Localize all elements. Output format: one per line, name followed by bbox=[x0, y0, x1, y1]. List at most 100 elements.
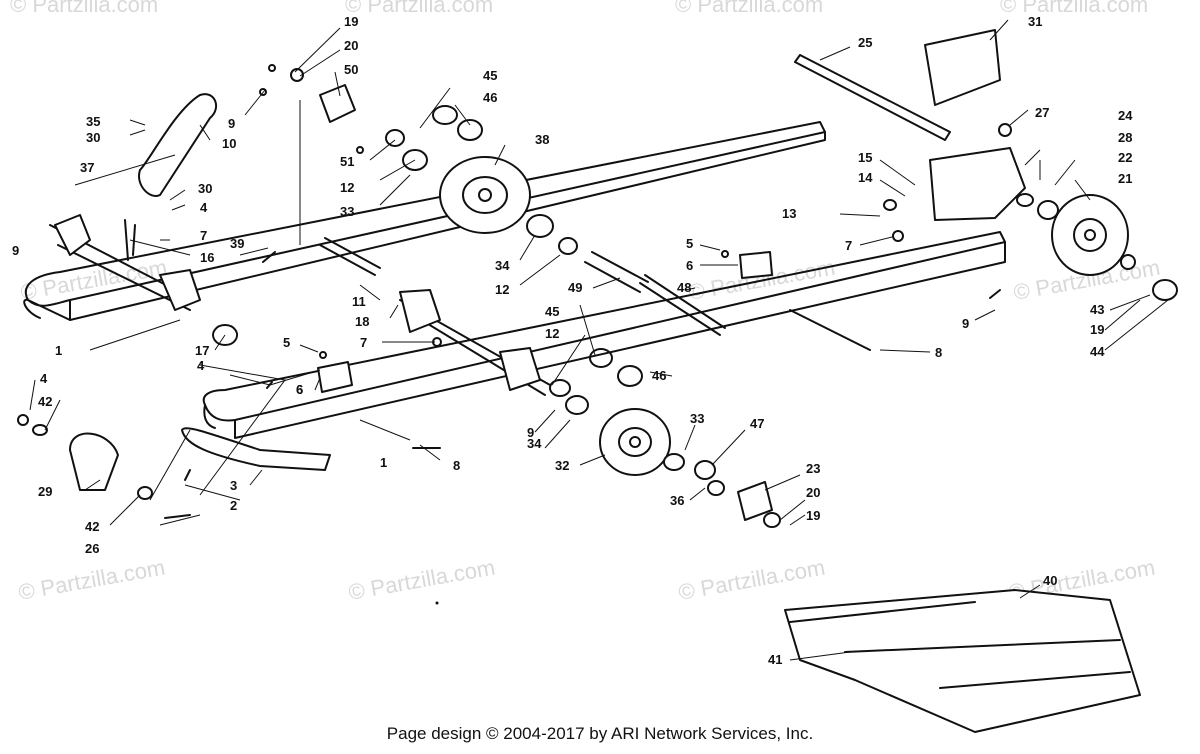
callout-label: 23 bbox=[806, 461, 820, 476]
rear-bracket-31 bbox=[924, 29, 1001, 106]
callout-label: 33 bbox=[340, 204, 354, 219]
callout-label: 11 bbox=[352, 294, 366, 309]
callout-label: 34 bbox=[527, 436, 542, 451]
callout-label: 25 bbox=[858, 35, 872, 50]
callout-label: 7 bbox=[845, 238, 852, 253]
callout-label: 43 bbox=[1090, 302, 1104, 317]
callout-label: 20 bbox=[344, 38, 358, 53]
callout-label: 10 bbox=[222, 136, 236, 151]
watermark: © Partzilla.com bbox=[10, 0, 158, 17]
callout-label: 31 bbox=[1028, 14, 1042, 29]
watermark: © Partzilla.com bbox=[675, 0, 823, 17]
callout-label: 6 bbox=[296, 382, 303, 397]
callout-label: 26 bbox=[85, 541, 99, 556]
callout-label: 30 bbox=[86, 130, 100, 145]
callout-label: 8 bbox=[935, 345, 942, 360]
callout-label: 28 bbox=[1118, 130, 1132, 145]
callout-label: 29 bbox=[38, 484, 52, 499]
callout-label: 16 bbox=[200, 250, 214, 265]
callout-label: 41 bbox=[768, 652, 782, 667]
page-footer: Page design © 2004-2017 by ARI Network S… bbox=[386, 724, 814, 743]
callout-label: 7 bbox=[200, 228, 207, 243]
callout-label: 4 bbox=[40, 371, 48, 386]
callout-label: 42 bbox=[38, 394, 52, 409]
callout-label: 44 bbox=[1090, 344, 1105, 359]
callout-label: 30 bbox=[198, 181, 212, 196]
callout-label: 19 bbox=[1090, 322, 1104, 337]
callout-label: 8 bbox=[453, 458, 460, 473]
watermark: © Partzilla.com bbox=[1000, 0, 1148, 17]
callout-label: 2 bbox=[230, 498, 237, 513]
callout-label: 37 bbox=[80, 160, 94, 175]
callout-label: 19 bbox=[344, 14, 358, 29]
wear-strip bbox=[181, 427, 331, 471]
callout-label: 39 bbox=[230, 236, 244, 251]
callout-label: 45 bbox=[483, 68, 497, 83]
callout-label: 19 bbox=[806, 508, 820, 523]
callout-label: 6 bbox=[296, 382, 303, 397]
callout-labels: 19 20 50 9 35 30 10 45 46 51 12 38 33 37… bbox=[12, 14, 1133, 667]
callout-label: 9 bbox=[527, 425, 534, 440]
callout-label: 40 bbox=[1043, 573, 1057, 588]
track-section bbox=[784, 589, 1141, 733]
rear-axle bbox=[794, 54, 951, 141]
spacer-tube bbox=[584, 251, 649, 293]
callout-label: 4 bbox=[200, 200, 208, 215]
watermark: © Partzilla.com bbox=[677, 555, 827, 605]
callout-label: 12 bbox=[495, 282, 509, 297]
callout-label: 22 bbox=[1118, 150, 1132, 165]
callout-label: 9 bbox=[12, 243, 19, 258]
callout-label: 21 bbox=[1118, 171, 1132, 186]
callout-label: 18 bbox=[355, 314, 369, 329]
callout-label: 48 bbox=[677, 280, 691, 295]
callout-label: 50 bbox=[344, 62, 358, 77]
watermark: © Partzilla.com bbox=[17, 555, 167, 605]
callout-label: 46 bbox=[483, 90, 497, 105]
callout-label: 12 bbox=[340, 180, 354, 195]
watermark: © Partzilla.com bbox=[347, 555, 497, 605]
callout-label: 20 bbox=[806, 485, 820, 500]
wheel-21 bbox=[1051, 194, 1129, 276]
callout-label: 46 bbox=[652, 368, 666, 383]
wheel-38 bbox=[439, 156, 531, 234]
spacer-bar bbox=[639, 274, 726, 336]
stray-dot bbox=[435, 601, 439, 605]
callout-label: 1 bbox=[55, 343, 62, 358]
callout-label: 51 bbox=[340, 154, 354, 169]
callout-label: 6 bbox=[686, 258, 693, 273]
callout-label: 9 bbox=[962, 316, 969, 331]
callout-label: 13 bbox=[782, 206, 796, 221]
callout-label: 4 bbox=[197, 358, 205, 373]
callout-label: 24 bbox=[1118, 108, 1133, 123]
callout-label: 38 bbox=[535, 132, 549, 147]
callout-label: 14 bbox=[858, 170, 873, 185]
lower-slide-rail bbox=[202, 231, 1006, 439]
callout-label: 12 bbox=[545, 326, 559, 341]
callout-label: 35 bbox=[86, 114, 100, 129]
hardware bbox=[17, 64, 1178, 528]
callout-label: 32 bbox=[555, 458, 569, 473]
callout-label: 47 bbox=[750, 416, 764, 431]
upper-slide-rail bbox=[23, 121, 826, 321]
callout-label: 17 bbox=[195, 343, 209, 358]
leader-lines bbox=[29, 19, 1169, 661]
callout-label: 15 bbox=[858, 150, 872, 165]
rear-idler-bracket bbox=[929, 147, 1026, 221]
callout-label: 42 bbox=[85, 519, 99, 534]
callout-label: 36 bbox=[670, 493, 684, 508]
callout-label: 5 bbox=[686, 236, 693, 251]
callout-label: 33 bbox=[690, 411, 704, 426]
wheel-32 bbox=[599, 408, 671, 476]
callout-label: 27 bbox=[1035, 105, 1049, 120]
callout-label: 1 bbox=[380, 455, 387, 470]
callout-label: 5 bbox=[283, 335, 290, 350]
callout-label: 3 bbox=[230, 478, 237, 493]
callout-label: 45 bbox=[545, 304, 559, 319]
callout-label: 49 bbox=[568, 280, 582, 295]
callout-label: 7 bbox=[360, 335, 367, 350]
middle-shaft bbox=[319, 237, 551, 396]
callout-label: 9 bbox=[228, 116, 235, 131]
watermark: © Partzilla.com bbox=[345, 0, 493, 17]
front-arm-assembly bbox=[49, 93, 239, 346]
